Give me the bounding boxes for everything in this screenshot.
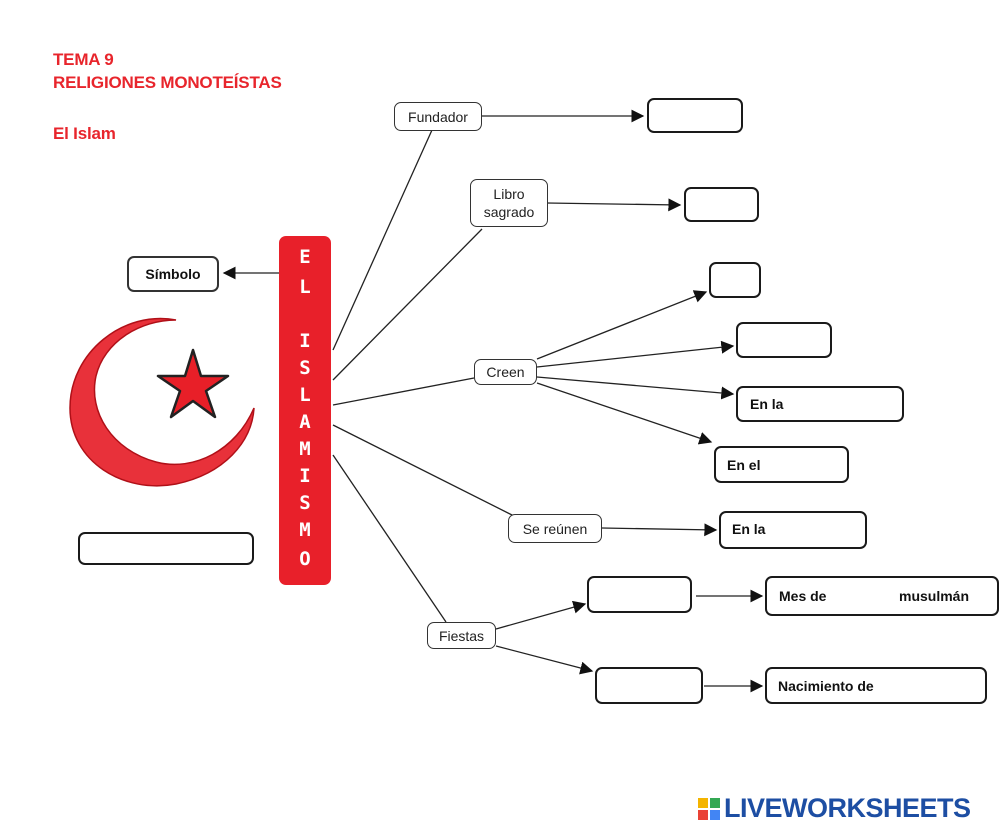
- fiesta-1-suffix: musulmán: [899, 588, 970, 604]
- fiesta-answer-box-1[interactable]: [587, 576, 692, 613]
- title-letter: L: [299, 276, 311, 298]
- fiesta-1-detail-box[interactable]: Mes de musulmán: [765, 576, 999, 616]
- libro-sagrado-label: Libro sagrado: [470, 179, 548, 227]
- el-islamismo-bar: [279, 236, 331, 585]
- fiesta-1-prefix: Mes de: [779, 588, 827, 604]
- title-letter: I: [299, 330, 311, 352]
- simbolo-label: Símbolo: [127, 256, 219, 292]
- fiesta-2-detail-box[interactable]: Nacimiento de: [765, 667, 987, 704]
- title-letter: O: [299, 548, 311, 570]
- title-letter: I: [299, 465, 311, 487]
- title-letter: M: [299, 438, 311, 460]
- libro-sagrado-answer-box[interactable]: [684, 187, 759, 222]
- fiestas-label: Fiestas: [427, 622, 496, 649]
- subtitle: El Islam: [53, 124, 116, 143]
- liveworksheets-logo[interactable]: LIVEWORKSHEETS: [724, 793, 971, 823]
- reunen-answer-prefix: En la: [732, 521, 766, 537]
- se-reunen-label: Se reúnen: [508, 514, 602, 543]
- tema-title: TEMA 9: [53, 50, 114, 69]
- topic-title: RELIGIONES MONOTEÍSTAS: [53, 73, 282, 92]
- title-letter: M: [299, 519, 311, 541]
- title-letter: E: [299, 246, 311, 268]
- liveworksheets-logo-icon: [698, 798, 720, 820]
- title-letter: S: [299, 357, 311, 379]
- title-letter: L: [299, 384, 311, 406]
- creen-answer-4-prefix: En el: [727, 457, 761, 473]
- reunen-answer-box[interactable]: En la: [719, 511, 867, 549]
- crescent-star-icon: [69, 317, 255, 487]
- creen-label: Creen: [474, 359, 537, 385]
- libro-line-2: sagrado: [483, 204, 535, 220]
- creen-answer-box-1[interactable]: [709, 262, 761, 298]
- symbol-name-answer-box[interactable]: [78, 532, 254, 565]
- fundador-label: Fundador: [394, 102, 482, 131]
- fiesta-answer-box-2[interactable]: [595, 667, 703, 704]
- creen-answer-3-prefix: En la: [750, 396, 784, 412]
- libro-line-1: Libro: [493, 186, 525, 202]
- title-letter: S: [299, 492, 311, 514]
- creen-answer-box-3[interactable]: En la: [736, 386, 904, 422]
- creen-answer-box-4[interactable]: En el: [714, 446, 849, 483]
- fundador-answer-box[interactable]: [647, 98, 743, 133]
- fiesta-2-prefix: Nacimiento de: [778, 678, 874, 694]
- creen-answer-box-2[interactable]: [736, 322, 832, 358]
- title-letter: A: [299, 411, 311, 433]
